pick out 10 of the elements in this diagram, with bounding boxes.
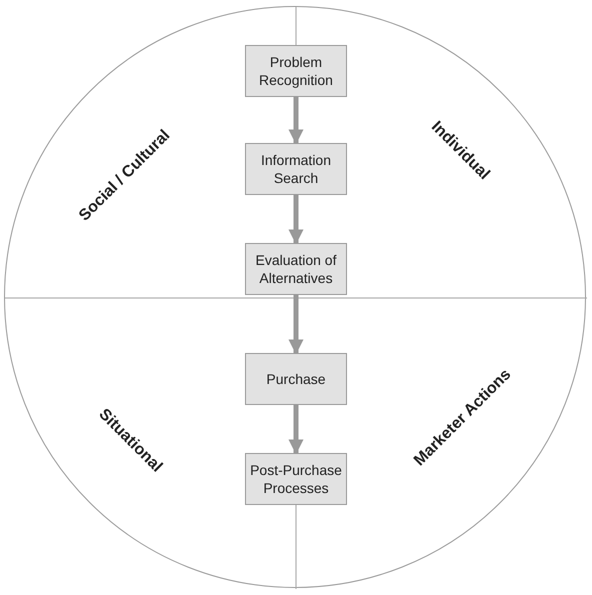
circle-diagram — [4, 6, 586, 588]
process-box: Problem Recognition — [245, 45, 347, 97]
process-box: Information Search — [245, 143, 347, 195]
process-box: Evaluation of Alternatives — [245, 243, 347, 295]
arrow — [288, 195, 304, 244]
arrow — [288, 295, 304, 354]
arrow — [288, 97, 304, 144]
process-box: Purchase — [245, 353, 347, 405]
arrow — [288, 405, 304, 454]
process-box: Post-Purchase Processes — [245, 453, 347, 505]
